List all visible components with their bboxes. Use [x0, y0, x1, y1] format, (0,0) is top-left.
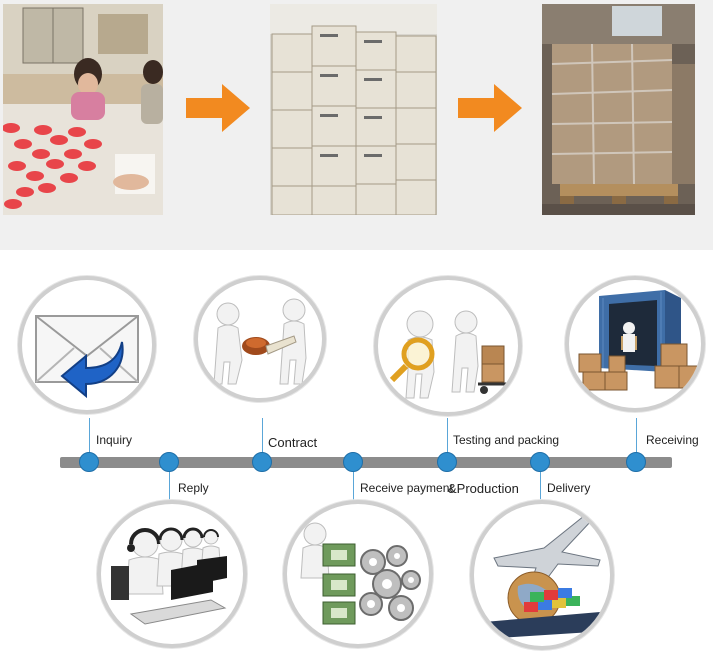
timeline-dot-payment	[343, 452, 363, 472]
timeline-tick	[169, 470, 170, 500]
production-circle	[283, 500, 433, 648]
magnifier-inspection-icon	[389, 310, 508, 399]
step-label-inquiry: Inquiry	[96, 433, 133, 447]
timeline-dot-inquiry	[79, 452, 99, 472]
timeline-dot-contract	[252, 452, 272, 472]
step-label-contract: Contract	[268, 435, 318, 450]
timeline-tick	[540, 470, 541, 500]
timeline-dot-testing	[437, 452, 457, 472]
reply-circle	[97, 500, 247, 648]
delivery-circle	[470, 500, 614, 650]
arrow-right-icon	[186, 84, 250, 132]
testing-circle	[374, 276, 522, 416]
receiving-circle	[565, 276, 705, 412]
timeline-dot-receiving	[626, 452, 646, 472]
timeline-tick	[447, 418, 448, 456]
inquiry-circle	[18, 276, 156, 414]
timeline-dot-reply	[159, 452, 179, 472]
container-unloading-icon	[578, 290, 698, 391]
money-gears-icon	[300, 522, 421, 625]
step-label-receive-payment: Receive payment	[360, 481, 453, 495]
timeline-tick	[89, 418, 90, 456]
step-label-production: &Production	[448, 481, 519, 496]
photo-wrapped-pallet	[542, 4, 695, 215]
contract-circle	[194, 276, 326, 402]
step-label-receiving: Receiving	[646, 433, 699, 447]
timeline-tick	[353, 470, 354, 500]
airplane-ship-globe-icon	[484, 515, 601, 638]
timeline-tick	[262, 418, 263, 456]
photo-stacked-cartons	[270, 4, 437, 215]
step-label-delivery: Delivery	[547, 481, 591, 495]
timeline-dot-delivery	[530, 452, 550, 472]
timeline-bar	[60, 457, 672, 468]
handshake-stamp-icon	[213, 298, 307, 385]
step-label-testing-packing: Testing and packing	[453, 433, 560, 447]
step-label-reply: Reply	[178, 481, 209, 495]
timeline-tick	[636, 418, 637, 456]
photo-workers-assembling	[3, 4, 163, 215]
envelope-reply-icon	[35, 315, 139, 399]
call-center-operators-icon	[111, 527, 227, 625]
arrow-right-icon	[458, 84, 522, 132]
